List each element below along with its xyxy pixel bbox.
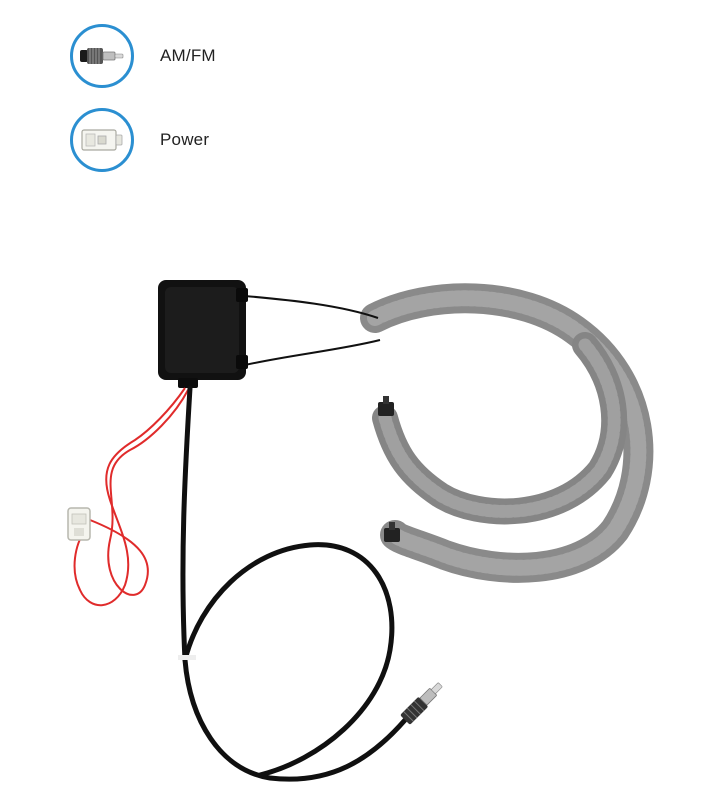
cable-tie [178,655,196,660]
antenna-plug-icon [80,48,124,64]
legend-label-power: Power [160,130,210,149]
am-fm-plug [400,682,443,725]
power-connector [67,507,91,541]
legend-label-am-fm: AM/FM [160,46,216,65]
power-connector-icon [81,129,123,151]
am-fm-badge [70,24,134,88]
legend-item-power: Power [70,108,209,172]
foam-sleeve [360,283,654,583]
legend-item-am-fm: AM/FM [70,24,216,88]
coax-cable [180,385,408,782]
sleeve-wires [244,295,381,366]
amplifier-box [158,280,248,388]
power-badge [70,108,134,172]
power-wire [73,387,189,607]
